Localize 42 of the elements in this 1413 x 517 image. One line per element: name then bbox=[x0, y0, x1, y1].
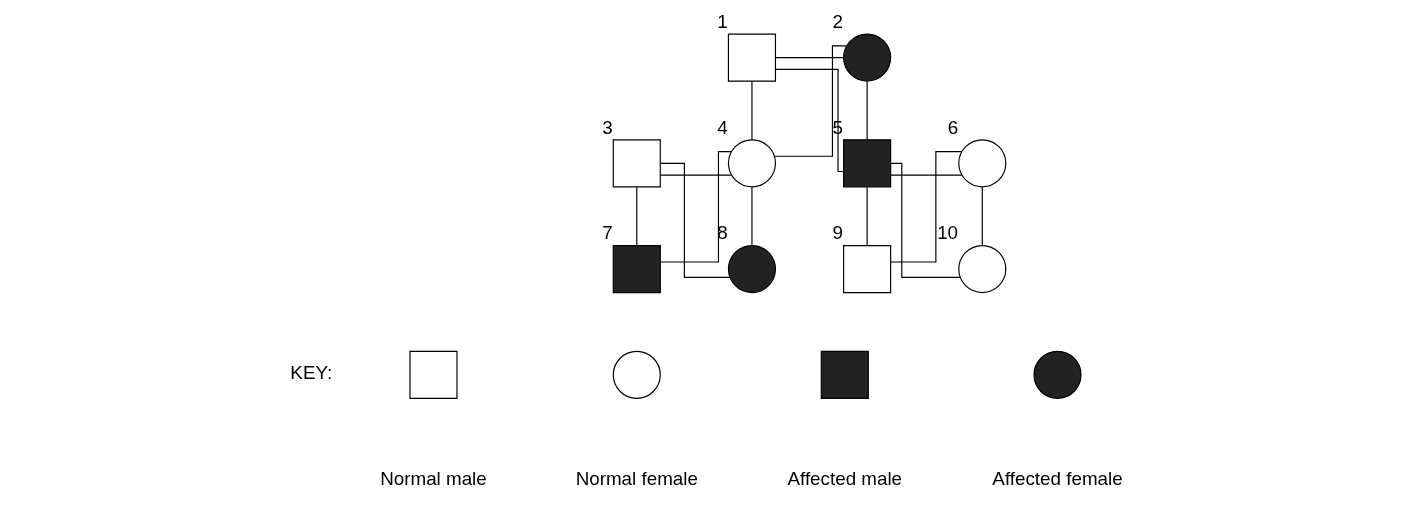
connector bbox=[981, 186, 983, 247]
connector bbox=[750, 80, 753, 141]
node-box bbox=[820, 350, 869, 399]
node-label: 3 bbox=[601, 116, 613, 138]
node-label: 2 bbox=[832, 10, 843, 32]
node-label: 10 bbox=[936, 222, 958, 244]
node-label: 6 bbox=[947, 116, 958, 138]
connector bbox=[889, 150, 962, 263]
connector bbox=[635, 186, 637, 247]
node-label: Normal male bbox=[379, 468, 487, 490]
node-box bbox=[842, 245, 891, 294]
node-label: 4 bbox=[716, 116, 728, 138]
connector bbox=[773, 45, 847, 157]
connector bbox=[889, 174, 962, 176]
node-circle bbox=[727, 245, 776, 294]
node-label: 7 bbox=[601, 222, 613, 244]
connector bbox=[659, 150, 732, 263]
node-box bbox=[842, 139, 891, 188]
connector bbox=[774, 56, 844, 59]
node-circle bbox=[957, 139, 1006, 188]
node-label: 1 bbox=[716, 10, 728, 32]
node-label: Affected male bbox=[786, 468, 902, 490]
node-circle bbox=[957, 245, 1006, 294]
label: KEY: bbox=[289, 362, 332, 384]
connector bbox=[889, 162, 960, 278]
connector bbox=[750, 186, 753, 247]
node-circle bbox=[612, 350, 661, 399]
node-box bbox=[727, 33, 776, 82]
node-box bbox=[612, 139, 661, 188]
node-box bbox=[612, 245, 661, 294]
node-circle bbox=[1032, 350, 1082, 399]
node-box bbox=[408, 350, 458, 399]
node-circle bbox=[842, 33, 891, 82]
node-label: 9 bbox=[832, 222, 843, 244]
node-label: Affected female bbox=[991, 468, 1123, 490]
node-label: Normal female bbox=[575, 468, 698, 490]
connector bbox=[659, 174, 732, 176]
connector bbox=[774, 68, 844, 173]
connector bbox=[866, 186, 868, 247]
node-circle bbox=[727, 139, 776, 188]
connector bbox=[866, 80, 868, 141]
connector bbox=[659, 162, 730, 278]
